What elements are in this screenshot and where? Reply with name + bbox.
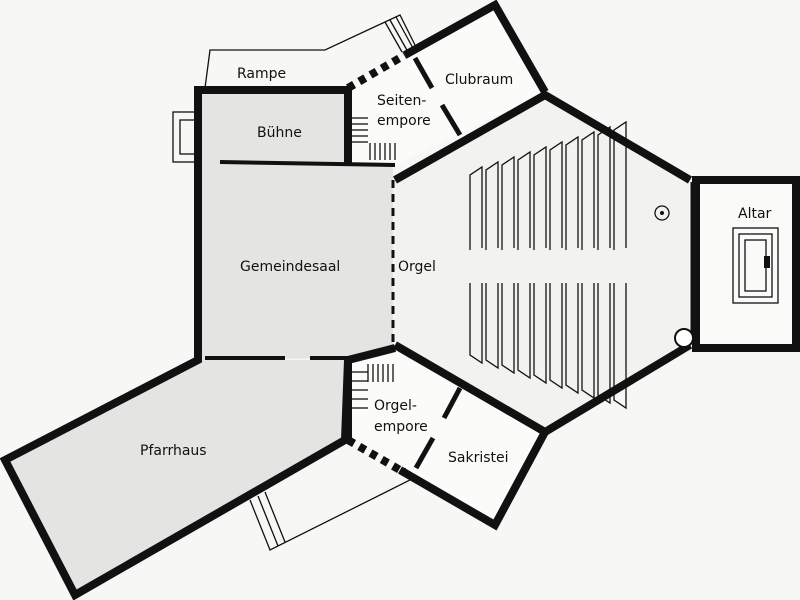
pew-row-lower [549,283,563,390]
rampe-steps [384,21,403,53]
pew-row-upper [517,150,531,250]
pew-row-lower [469,283,483,365]
pew-row-upper [613,120,627,250]
pews [469,120,627,410]
label-orgelempore-1: Orgel- [374,398,417,414]
label-altar: Altar [738,206,772,222]
label-clubraum: Clubraum [445,72,513,88]
sakristei-divider [413,436,436,470]
label-buehne: Bühne [257,125,302,141]
pew-row-upper [485,160,499,250]
ramp-step [395,16,415,51]
altar-area [695,180,798,348]
pew-row-lower [501,283,515,375]
pew-row-lower [613,283,627,410]
label-orgel: Orgel [398,259,436,275]
pew-row-upper [597,125,611,250]
church-wall-top [393,90,693,184]
seitenempore-window [345,51,408,92]
altar-table [732,227,779,304]
label-sakristei: Sakristei [448,450,509,466]
pew-row-lower [533,283,547,385]
stairs-top [352,117,396,160]
buehne-divider [219,160,396,167]
clubraum-area [348,5,545,165]
clubraum-divider [439,103,463,137]
pulpit-center [660,211,664,215]
pew-row-upper [469,165,483,250]
stairs-bottom [352,364,394,409]
ramp-step [389,19,409,53]
sakristei-divider [441,386,463,420]
clubraum-divider [412,56,435,90]
ramp-step [257,495,279,547]
label-orgelempore-2: empore [374,419,428,435]
pew-row-lower [485,283,499,370]
label-seitenempore-1: Seiten- [377,93,426,109]
rampe-outline [204,14,416,89]
altar-wall [692,176,800,352]
altar-cross [764,256,770,268]
altar-table-inner [738,233,773,298]
pew-row-upper [533,145,547,250]
pew-row-upper [501,155,515,250]
sakristei-area [348,345,545,525]
pew-row-lower [517,283,531,380]
orgelempore-window [346,436,402,474]
pulpit-icon [654,205,670,221]
pew-row-lower [581,283,595,400]
ramp-step [264,491,286,543]
pew-row-upper [565,135,579,250]
pew-row-upper [549,140,563,250]
pew-row-lower [565,283,579,395]
label-rampe: Rampe [237,66,286,82]
pew-row-upper [581,130,595,250]
label-pfarrhaus: Pfarrhaus [140,443,207,459]
church-area [395,95,690,432]
font-icon [674,328,694,348]
label-seitenempore-2: empore [377,113,431,129]
sakristei-wall [397,430,549,531]
pew-row-lower [597,283,611,405]
label-gemeindesaal: Gemeindesaal [240,259,340,275]
clubraum-wall [403,0,549,94]
